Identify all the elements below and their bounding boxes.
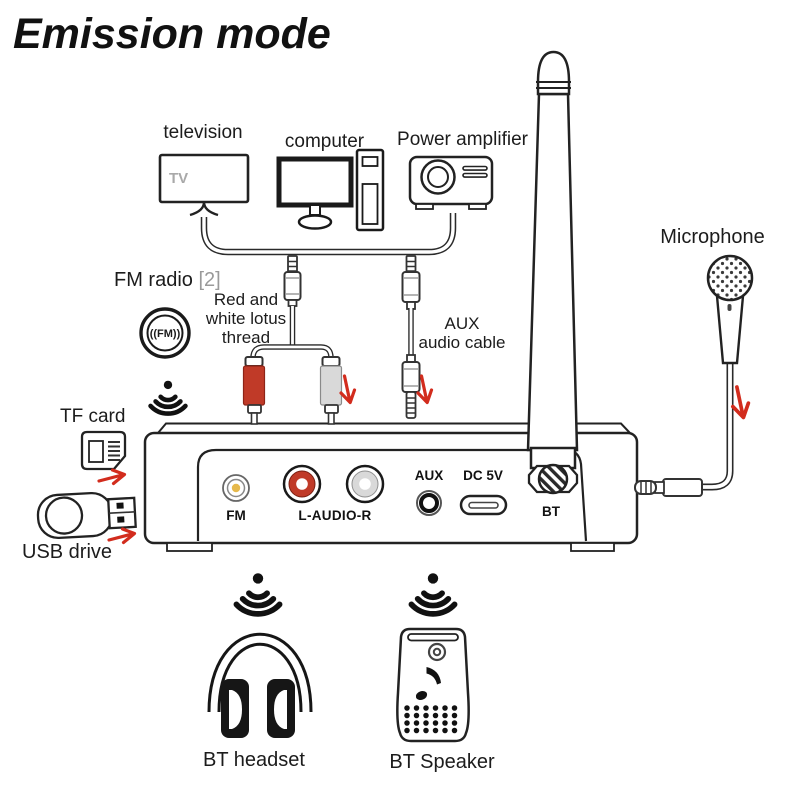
bt-speaker-label: BT Speaker: [389, 751, 495, 773]
aux-cable-icon: [401, 255, 421, 419]
right-arrow-icon-tf: [97, 468, 127, 486]
device-foot-left: [166, 542, 213, 552]
microphone-plug: [634, 478, 703, 497]
usb-drive-icon: [36, 491, 137, 540]
rca-cable-icon: [242, 255, 343, 425]
page-title: Emission mode: [13, 10, 331, 58]
usb-c-port: [459, 494, 508, 516]
aux-cable-label: AUX audio cable: [418, 314, 506, 353]
computer-icon: [276, 148, 385, 232]
tf-card-icon: [80, 430, 127, 471]
rca-plug-white: [319, 356, 343, 425]
computer-label: computer: [284, 131, 365, 152]
rca-cable-label: Red and white lotus thread: [205, 290, 287, 348]
fm-icon-text: ((FM)): [150, 328, 181, 340]
microphone-icon: [634, 254, 754, 497]
usb-drive-label: USB drive: [22, 541, 113, 563]
fm-radio-label-text: FM radio: [114, 269, 193, 291]
signal-waves-icon-headset: [236, 573, 279, 614]
speaker-icon: [396, 627, 470, 743]
bt-antenna-port-label: BT: [542, 504, 560, 519]
source-bracket-cable: [200, 213, 457, 256]
fm-port-label: FM: [226, 508, 246, 523]
antenna-icon: [526, 50, 579, 495]
down-arrow-icon-mic: [731, 385, 751, 420]
fm-port: [222, 474, 250, 502]
headset-icon: [207, 633, 313, 738]
signal-waves-icon-fm: [151, 381, 186, 414]
rca-ports-label: L-AUDIO-R: [298, 508, 372, 523]
power-amplifier-label: Power amplifier: [397, 129, 528, 150]
aux-jack: [416, 490, 442, 516]
fm-radio-icon: ((FM)): [139, 307, 191, 359]
fm-radio-ref-note: [2]: [198, 269, 221, 291]
bt-headset-label: BT headset: [203, 749, 305, 771]
projector-icon: [408, 155, 494, 210]
microphone-label: Microphone: [660, 226, 765, 248]
tv-icon: TV: [158, 153, 250, 217]
device-foot-right: [570, 542, 615, 552]
television-label: television: [163, 122, 243, 143]
rca-jack-left: [282, 464, 322, 504]
dc-power-port-label: DC 5V: [463, 468, 503, 483]
rca-jack-right: [345, 464, 385, 504]
rca-plug-red: [242, 356, 266, 425]
signal-waves-icon-speaker: [411, 573, 454, 614]
down-arrow-icon-rca: [339, 374, 357, 405]
transmitter-device: [143, 422, 639, 552]
tf-card-label: TF card: [60, 406, 126, 427]
right-arrow-icon-usb: [107, 527, 137, 545]
tv-screen-text: TV: [169, 170, 188, 187]
music-note-icon: [415, 667, 441, 701]
speaker-grill-dots: [404, 705, 467, 734]
aux-port-label: AUX: [414, 468, 444, 483]
antenna-screw-connector: [537, 463, 569, 495]
fm-radio-label: FM radio [2]: [114, 269, 221, 291]
